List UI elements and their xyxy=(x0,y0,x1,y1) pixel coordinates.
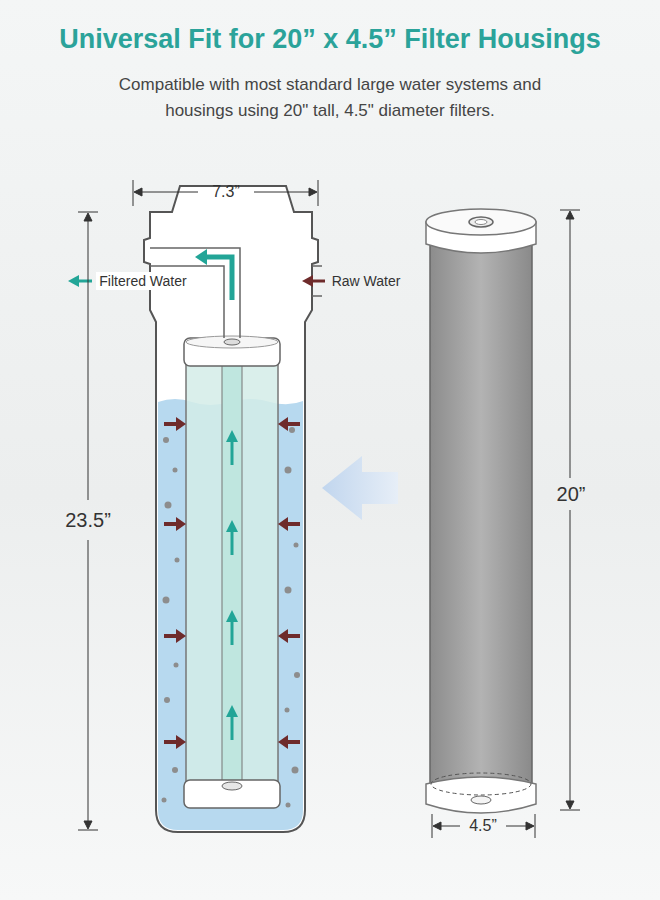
dimension-label: 7.3” xyxy=(210,182,242,201)
arrowhead xyxy=(309,188,317,196)
arrowhead xyxy=(278,629,288,643)
subtitle: Compatible with most standard large wate… xyxy=(95,72,565,124)
arrowhead xyxy=(566,801,574,809)
bottom-hole xyxy=(471,796,491,804)
dot xyxy=(285,587,292,594)
dimension-lines xyxy=(78,180,580,838)
raw-in-arrow xyxy=(312,280,325,283)
cap-bottom-hole xyxy=(222,782,242,790)
dot xyxy=(174,663,179,668)
flow-label: Raw Water xyxy=(330,273,403,290)
filtered-out-arrow xyxy=(78,280,92,283)
upflow-arrows xyxy=(226,430,238,740)
arrowhead xyxy=(226,705,238,717)
dim-20 xyxy=(560,210,580,810)
dot xyxy=(286,803,291,808)
dot xyxy=(294,672,300,678)
arrowhead xyxy=(278,735,288,749)
dot xyxy=(165,502,172,509)
arrowhead xyxy=(226,430,238,442)
dim-4-5 xyxy=(432,814,535,838)
arrowhead xyxy=(68,275,79,287)
dot xyxy=(163,597,170,604)
arrowhead xyxy=(84,213,92,221)
arrowhead xyxy=(566,211,574,219)
dot xyxy=(162,798,167,803)
arrowhead xyxy=(278,417,288,431)
dot xyxy=(173,468,178,473)
cartridge-bottom-cap xyxy=(184,780,280,808)
cartridge-core xyxy=(222,362,242,782)
dot xyxy=(285,467,292,474)
insert-arrow xyxy=(322,456,398,520)
bottom-dashed-rim xyxy=(431,773,531,795)
arrowhead xyxy=(302,275,313,287)
arrowhead xyxy=(526,822,534,830)
arrowhead xyxy=(433,822,441,830)
arrowhead xyxy=(278,517,288,531)
dot xyxy=(289,427,295,433)
arrowhead xyxy=(226,520,238,532)
cap-hole xyxy=(469,217,493,227)
arrowhead xyxy=(176,735,186,749)
arrowhead xyxy=(176,517,186,531)
cartridge-body xyxy=(430,240,532,785)
arrowhead xyxy=(195,249,207,265)
arrowhead xyxy=(226,610,238,622)
inflow-arrows xyxy=(164,417,300,749)
dot xyxy=(294,543,299,548)
arrowhead xyxy=(176,629,186,643)
dot xyxy=(175,558,180,563)
dim-7-3 xyxy=(133,180,318,206)
dimension-label: 4.5” xyxy=(467,816,499,835)
outlet-pipe xyxy=(150,248,240,338)
title: Universal Fit for 20” x 4.5” Filter Hous… xyxy=(0,20,660,58)
dimension-label: 20” xyxy=(555,482,588,506)
dot xyxy=(292,767,299,774)
arrowhead xyxy=(134,188,142,196)
cartridge-media xyxy=(186,362,278,782)
dot xyxy=(285,708,290,713)
dimension-label: 23.5” xyxy=(63,508,113,532)
dot xyxy=(164,697,170,703)
filtered-flow-arrow xyxy=(206,257,232,300)
cap-top-face xyxy=(426,209,536,235)
flow-label: Filtered Water xyxy=(96,272,189,291)
arrowhead xyxy=(84,821,92,829)
arrowhead xyxy=(176,417,186,431)
arrow xyxy=(231,440,234,740)
cap-top-face xyxy=(186,336,278,348)
cap-hole xyxy=(224,339,240,345)
dot xyxy=(172,767,178,773)
cap-hole-inner xyxy=(475,220,487,225)
dot xyxy=(163,437,169,443)
